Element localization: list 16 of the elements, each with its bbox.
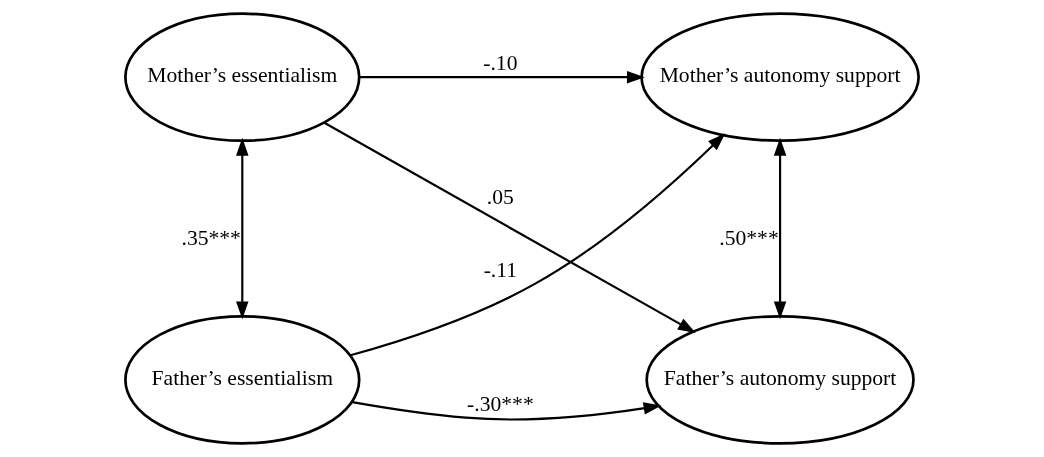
node-ellipse: Mother’s essentialism <box>124 12 361 142</box>
arrow <box>359 70 645 84</box>
arrow <box>352 401 662 421</box>
node-ellipse: Mother’s autonomy support <box>640 12 920 142</box>
arrow <box>350 133 726 357</box>
edge-label: -.10 <box>483 51 518 76</box>
edge-label: -.11 <box>483 257 518 282</box>
arrow <box>773 137 787 320</box>
edge-label: .05 <box>486 184 514 209</box>
edge-label: -.30*** <box>467 391 534 416</box>
node-ellipse: Father’s essentialism <box>124 314 361 445</box>
edge-label: .35*** <box>181 226 241 251</box>
edge-label: .50*** <box>719 226 779 251</box>
node-ellipse: Father’s autonomy support <box>645 314 915 445</box>
arrow <box>323 121 696 333</box>
arrow <box>236 137 249 320</box>
